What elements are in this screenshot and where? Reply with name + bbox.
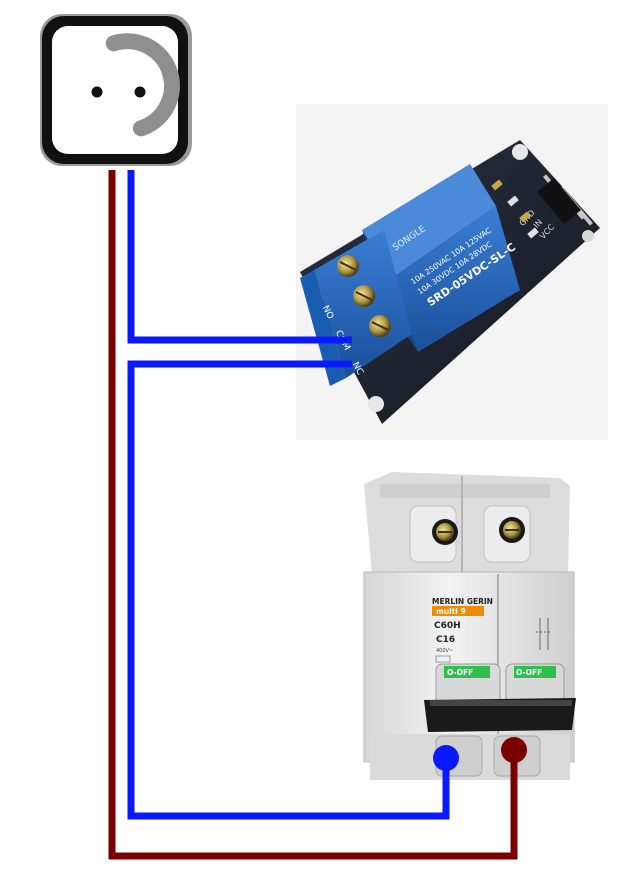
wires [108,170,518,860]
live-wire [108,170,518,860]
breaker-model: C60H [434,621,461,631]
circuit-breaker: MERLIN GERIN multi 9 C60H C16 400V~ O-OF… [363,472,576,780]
breaker-brand: MERLIN GERIN [432,597,493,606]
breaker-toggle-left[interactable]: O-OFF [435,663,501,705]
breaker-label: MERLIN GERIN multi 9 C60H C16 400V~ [432,597,493,663]
breaker-schematic-symbol [536,618,552,650]
breaker-terminal-live [501,737,527,763]
neutral-wire-outlet-to-relay [127,170,352,344]
breaker-series: multi 9 [436,607,466,616]
breaker-terminal-neutral [433,745,459,771]
wall-socket-icon [40,14,192,166]
neutral-wire-relay-to-breaker [127,360,450,820]
breaker-toggle-left-label: O-OFF [447,668,473,677]
breaker-toggle-right-label: O-OFF [516,668,542,677]
outlet-hole-left [91,86,103,98]
breaker-rating: C16 [436,635,455,645]
relay-header-pins [537,174,593,226]
relay-top [362,164,496,278]
outlet-hole-right [134,86,146,98]
breaker-toggle-right[interactable]: O-OFF [505,663,565,705]
breaker-handle-bar[interactable] [424,698,576,732]
relay-body [392,206,520,352]
relay-module: GND IN VCC SONGLE 10A 250VAC 10A 125VAC … [296,104,608,440]
breaker-voltage: 400V~ [436,648,453,654]
